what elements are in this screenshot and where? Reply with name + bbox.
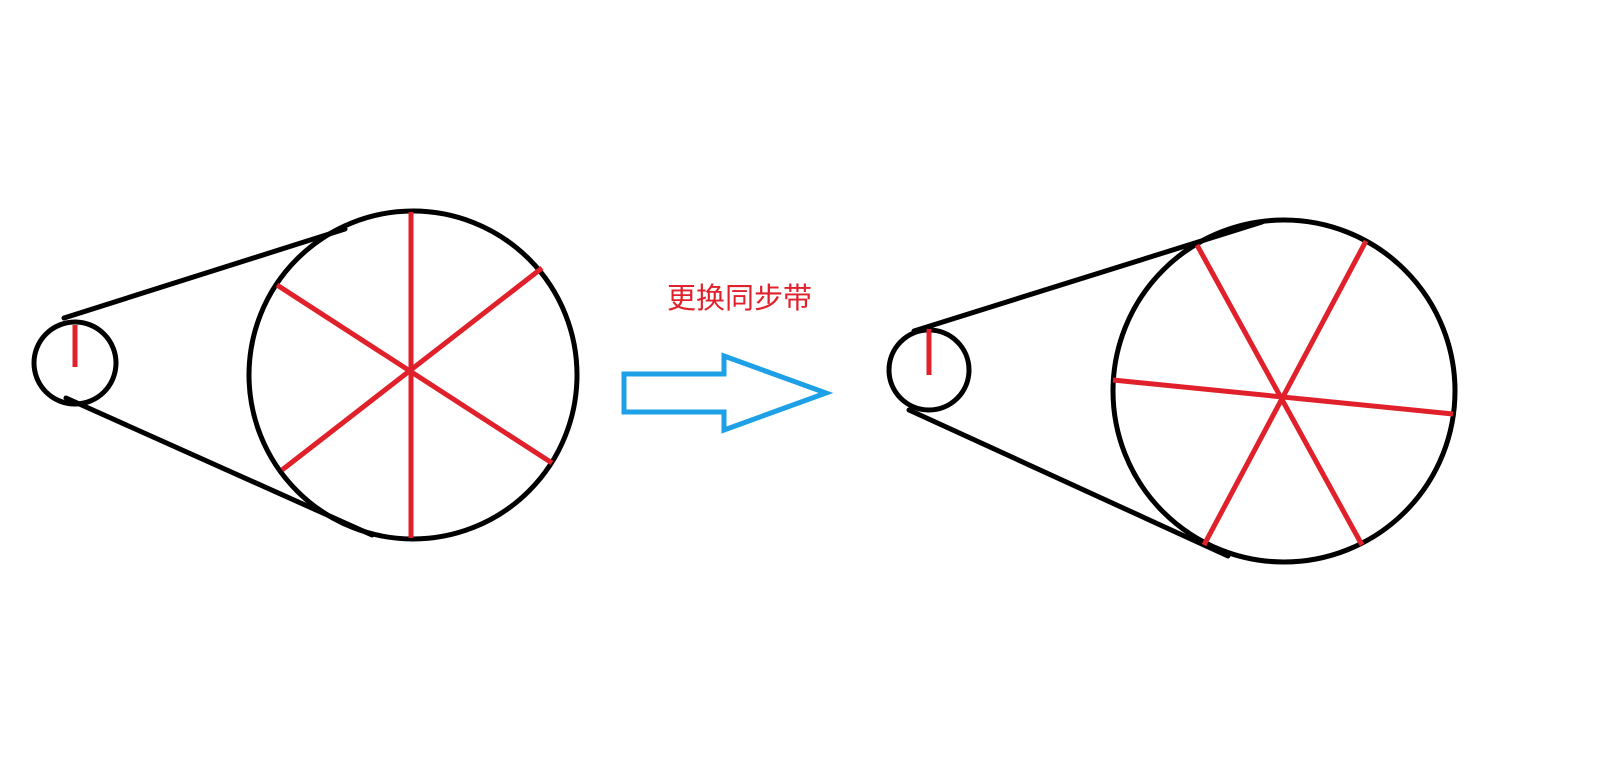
left-pulley-assembly <box>31 208 580 542</box>
right-large-pulley <box>1110 217 1458 565</box>
left-large-pulley <box>246 208 580 542</box>
transition-arrow <box>621 352 834 434</box>
left-upper-belt <box>61 226 348 321</box>
left-large-pulley-spoke-ascending <box>280 266 544 472</box>
right-large-pulley-spoke-steep-a <box>1194 243 1365 547</box>
right-large-pulley-spoke-steep-b <box>1201 239 1369 547</box>
right-lower-belt <box>906 407 1231 559</box>
right-pulley-assembly <box>886 217 1458 565</box>
caption-replace-timing-belt: 更换同步带 <box>667 281 813 315</box>
left-large-pulley-spoke-descending <box>275 282 554 466</box>
left-small-pulley <box>31 319 119 407</box>
